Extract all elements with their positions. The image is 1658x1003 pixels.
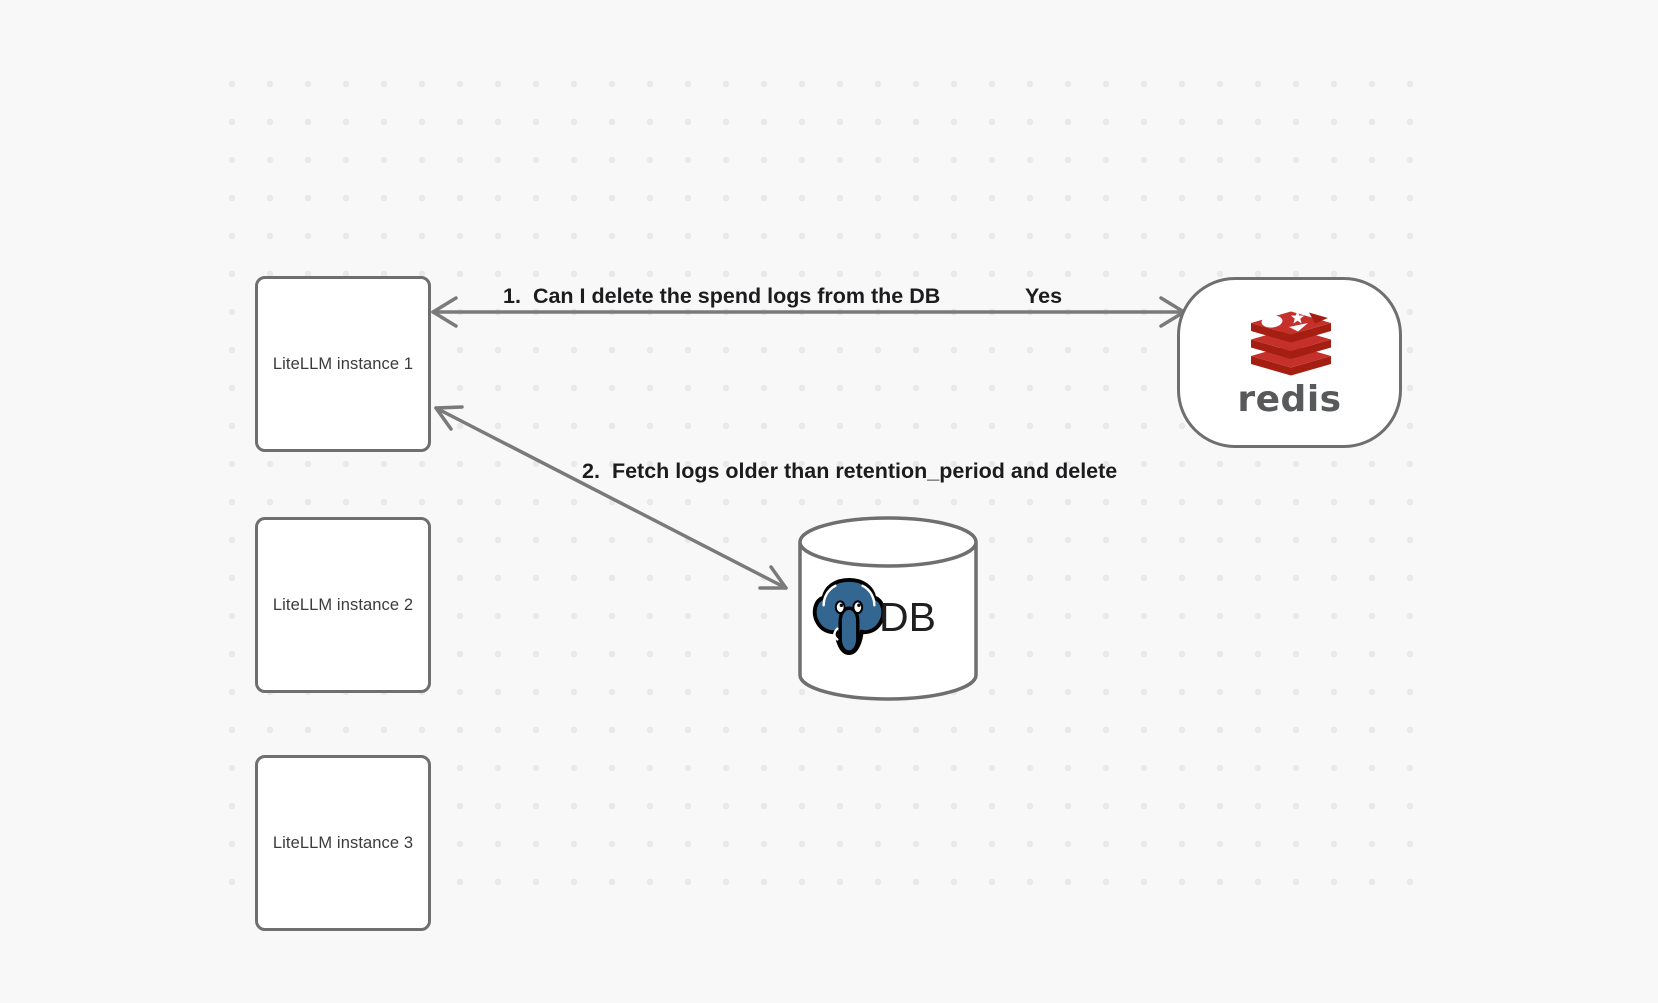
redis-notch [1309,312,1328,324]
node-litellm-instance-1[interactable]: LiteLLM instance 1 [255,276,431,452]
redis-triangle-decoration [1289,323,1308,332]
edge-2-arrow[interactable] [434,405,788,590]
edge-2-text: Fetch logs older than retention_period a… [611,459,1118,483]
redis-tier1-side [1251,323,1331,343]
edge-1-text: Can I delete the spend logs from the DB [532,284,941,308]
elephant-curl [833,627,839,641]
node-label: LiteLLM instance 2 [272,595,414,614]
redis-tier2-side [1251,339,1331,359]
node-label: LiteLLM instance 3 [272,833,414,852]
edge-2-number: 2. [582,459,600,483]
postgresql-elephant-icon [812,577,886,656]
redis-logo-icon [1251,310,1331,376]
edge-2-label[interactable]: 2. Fetch logs older than retention_perio… [582,459,1118,483]
edge-2-arrowhead-top [434,405,464,431]
elephant-left-pupil [839,603,844,608]
elephant-right-eye [852,600,864,615]
elephant-right-ear-line [861,584,876,607]
node-litellm-instance-2[interactable]: LiteLLM instance 2 [255,517,431,693]
edge-1-label[interactable]: 1. Can I delete the spend logs from the … [503,284,941,308]
redis-star-decoration [1290,310,1305,324]
redis-tier3-side [1251,356,1331,376]
node-redis[interactable]: redis [1177,277,1402,448]
redis-circle-decoration [1261,315,1283,328]
db-label: DB [879,594,936,640]
edge-1-reply-label[interactable]: Yes [1025,284,1063,308]
edge-1-arrowhead-left [431,296,458,328]
node-database[interactable]: DB [796,514,980,704]
node-label: LiteLLM instance 1 [272,354,414,373]
elephant-left-ear-line [822,584,837,607]
redis-wordmark: redis [1237,379,1342,420]
edge-1-number: 1. [503,284,521,308]
elephant-right-pupil [857,603,861,608]
cylinder-top [798,516,978,568]
elephant-trunk [838,606,860,654]
edge-2-line [434,406,788,590]
node-litellm-instance-3[interactable]: LiteLLM instance 3 [255,755,431,931]
edge-2-arrowhead-bottom [758,565,788,590]
elephant-left-eye [834,600,846,615]
